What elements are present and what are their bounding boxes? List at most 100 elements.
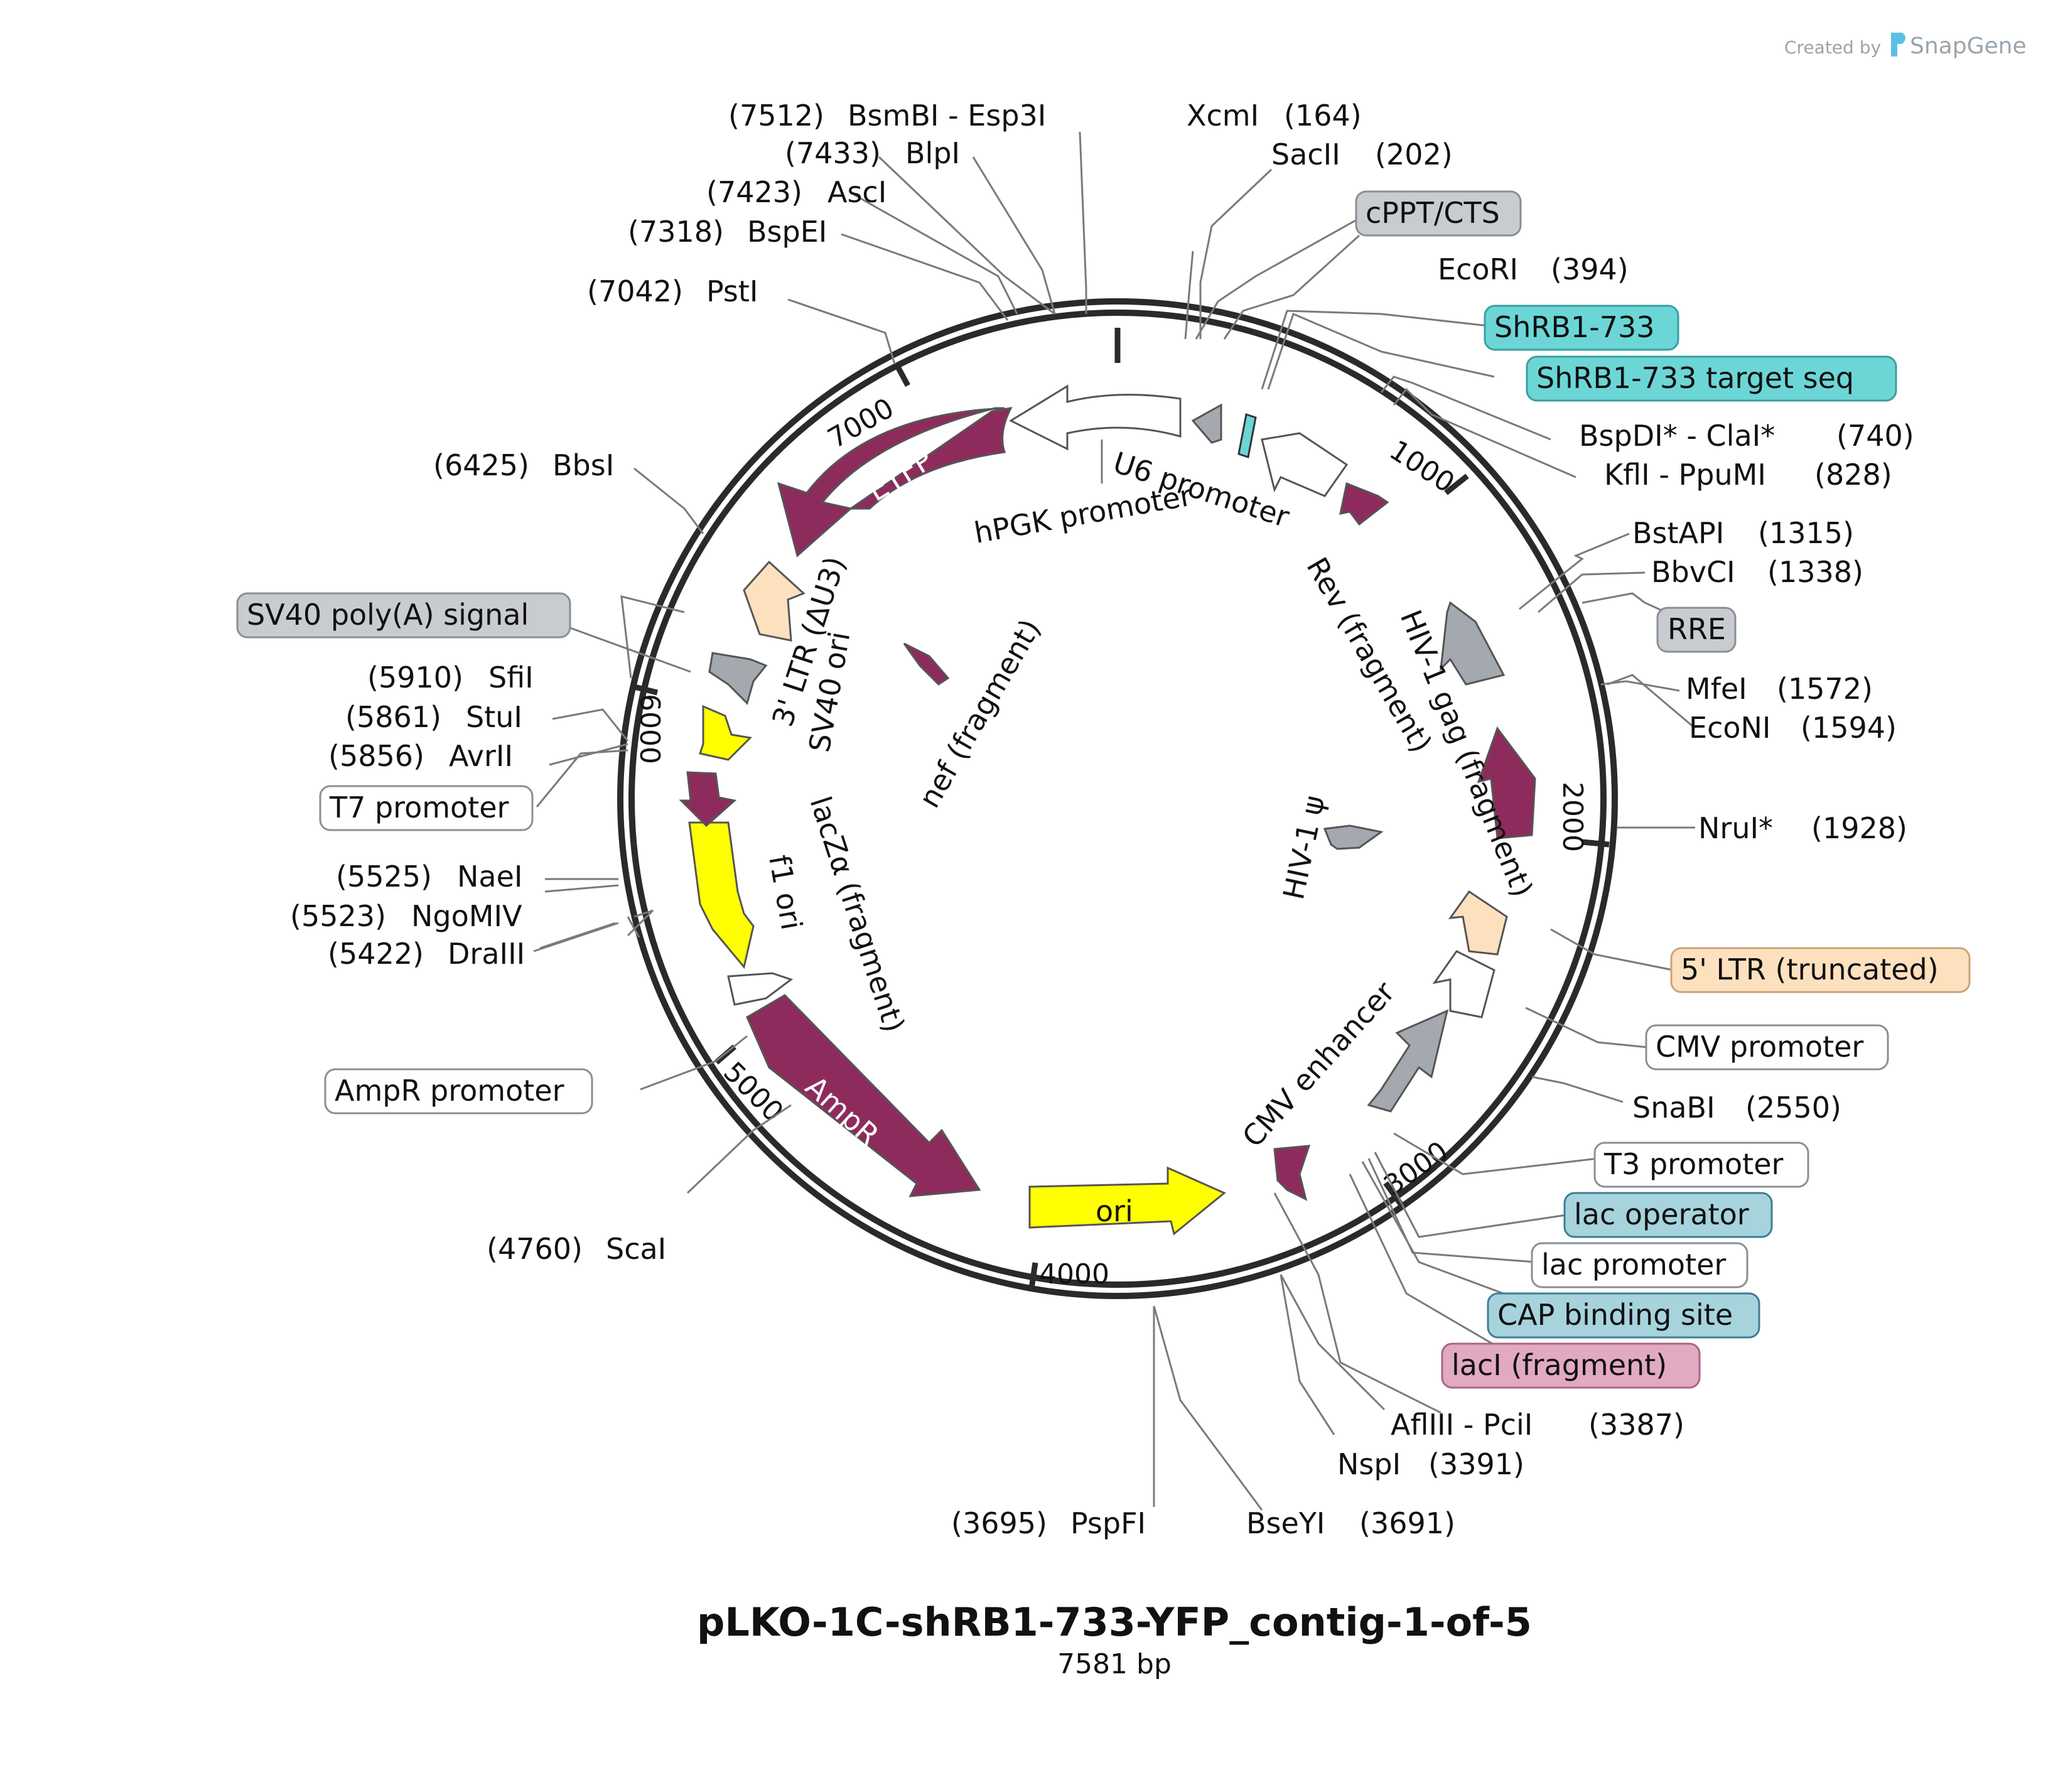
site-pos: (202) — [1375, 138, 1453, 171]
site-pos: (6425) — [433, 448, 529, 482]
site-name: AflIII - PciI — [1391, 1408, 1533, 1442]
site-econi: EcoNI (1594) — [1689, 711, 1897, 745]
tick-1000 — [1444, 473, 1469, 495]
site-name: BbvCI — [1651, 555, 1735, 589]
box-label: lacI (fragment) — [1452, 1348, 1667, 1382]
plasmid-title: pLKO-1C-shRB1-733-YFP_contig-1-of-5 — [697, 1599, 1532, 1645]
site-pos: (5861) — [345, 700, 441, 734]
site-pos: (5525) — [336, 860, 432, 893]
psi-arrow — [1323, 824, 1384, 850]
site-pos: (5910) — [367, 661, 463, 694]
site-sfii: (5910) SfiI — [367, 661, 534, 694]
box-rre: RRE — [1656, 607, 1737, 653]
site-pos: (1315) — [1758, 516, 1854, 550]
site-pos: (2550) — [1745, 1091, 1841, 1125]
box-shrb1-733: ShRB1-733 — [1484, 305, 1679, 351]
site-naei: (5525) NaeI — [336, 860, 522, 893]
site-name: AscI — [827, 175, 886, 209]
site-kfli: KflI - PpuMI (828) — [1604, 458, 1892, 492]
credit-brand: SnapGene — [1910, 33, 2027, 59]
box-5ltr: 5' LTR (truncated) — [1670, 947, 1971, 993]
box-label: lac promoter — [1541, 1248, 1726, 1282]
box-shrb1-733-target: ShRB1-733 target seq — [1526, 355, 1897, 402]
box-lac-operator: lac operator — [1563, 1192, 1773, 1238]
tick-6000 — [631, 683, 659, 696]
box-label: cPPT/CTS — [1366, 196, 1500, 230]
site-name: PstI — [706, 274, 758, 308]
site-pos: (4760) — [487, 1232, 583, 1266]
ampr-promoter-arrow — [727, 972, 794, 1006]
site-name: BstAPI — [1632, 516, 1724, 550]
eyfp-arrow — [777, 407, 1013, 558]
site-psti: (7042) PstI — [587, 274, 758, 308]
box-lac-promoter: lac promoter — [1531, 1242, 1749, 1288]
box-label: SV40 poly(A) signal — [247, 598, 529, 632]
box-cppt-cts: cPPT/CTS — [1355, 190, 1522, 237]
feature-label-f1ori: f1 ori — [762, 853, 809, 932]
site-name: MfeI — [1686, 672, 1747, 706]
site-bspei: (7318) BspEI — [628, 215, 827, 249]
feature-label-cmvenh: CMV enhancer — [1236, 975, 1401, 1154]
box-label: 5' LTR (truncated) — [1681, 953, 1939, 986]
site-blpi: (7433) BlpI — [785, 136, 960, 170]
snapgene-credit: Created by SnapGene — [1784, 33, 2027, 59]
cmv-promoter-arrow — [1432, 950, 1495, 1018]
box-cap-binding-site: CAP binding site — [1487, 1292, 1760, 1339]
site-pos: (1594) — [1801, 711, 1897, 745]
ori-arrow — [1028, 1166, 1226, 1236]
gag-arrow — [1477, 726, 1536, 839]
site-bbsi: (6425) BbsI — [433, 448, 614, 482]
site-name: EcoRI — [1438, 252, 1518, 286]
tick-2000 — [1582, 839, 1610, 848]
site-name: BspEI — [747, 215, 827, 249]
site-pos: (7318) — [628, 215, 724, 249]
site-name: BseYI — [1246, 1506, 1325, 1540]
site-pos: (5422) — [328, 937, 424, 971]
nef-arrow — [903, 642, 950, 686]
ltr3-arrow — [743, 560, 806, 642]
u6-promoter-arrow — [1191, 403, 1222, 444]
site-pos: (7423) — [706, 175, 802, 209]
site-pos: (1338) — [1767, 555, 1863, 589]
features — [679, 384, 1536, 1236]
site-pos: (3391) — [1428, 1447, 1524, 1481]
site-asci: (7423) AscI — [706, 175, 886, 209]
site-pos: (3387) — [1588, 1408, 1684, 1442]
site-scai: (4760) ScaI — [487, 1232, 666, 1266]
lac-fragment-arrow — [1273, 1145, 1311, 1201]
site-mfei: MfeI (1572) — [1686, 672, 1873, 706]
box-label: ShRB1-733 target seq — [1536, 361, 1854, 395]
box-t7-promoter: T7 promoter — [319, 785, 534, 831]
restriction-sites: XcmI (164) SacII (202) EcoRI (394) BspDI… — [290, 99, 1914, 1540]
site-name: PspFI — [1070, 1506, 1146, 1540]
site-name: NaeI — [457, 860, 522, 893]
box-laci-fragment: lacI (fragment) — [1441, 1342, 1701, 1389]
box-ampr-promoter: AmpR promoter — [324, 1068, 593, 1115]
site-name: BsmBI - Esp3I — [848, 99, 1046, 132]
site-bseyi: BseYI (3691) — [1246, 1506, 1455, 1540]
boxed-labels: cPPT/CTS ShRB1-733 ShRB1-733 target seq … — [236, 190, 1971, 1389]
site-nrui: NruI* (1928) — [1698, 811, 1907, 845]
site-name: SacII — [1271, 138, 1340, 171]
site-nspi: NspI (3391) — [1337, 1447, 1524, 1481]
rev-arrow — [1339, 482, 1389, 526]
site-avrii: (5856) AvrII — [328, 739, 513, 773]
tick-label-6000: 6000 — [633, 694, 665, 764]
snapgene-logo-icon — [1891, 33, 1905, 57]
site-name: AvrII — [449, 739, 513, 773]
site-name: KflI - PpuMI — [1604, 458, 1766, 492]
shrb1-target-mark — [1237, 413, 1257, 458]
site-pos: (7042) — [587, 274, 683, 308]
site-name: BlpI — [905, 136, 960, 170]
site-name: DraIII — [448, 937, 525, 971]
ampr-arrow — [746, 994, 981, 1197]
feature-label-psi: HIV-1 ψ — [1276, 792, 1332, 902]
site-pos: (5856) — [328, 739, 424, 773]
f1-ori-arrow — [688, 821, 755, 969]
site-pos: (5523) — [290, 899, 386, 933]
sv40-ori-arrow — [699, 704, 753, 761]
tick-label-3000: 3000 — [1378, 1135, 1454, 1202]
box-label: ShRB1-733 — [1494, 310, 1655, 344]
box-t3-promoter: T3 promoter — [1593, 1142, 1809, 1188]
site-pos: (394) — [1551, 252, 1629, 286]
